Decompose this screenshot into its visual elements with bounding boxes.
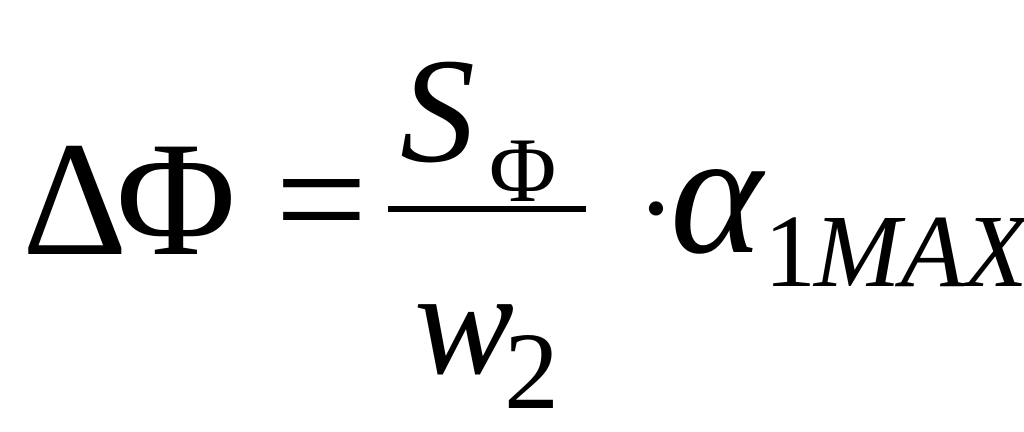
alpha-symbol: α [670,96,763,291]
denominator-subscript: 2 [504,310,559,432]
alpha-subscript-text: MAX [814,194,1024,309]
denominator-symbol: w [414,240,515,406]
fraction-bar [388,206,586,212]
numerator-symbol: S [400,28,475,194]
numerator-subscript: Φ [489,119,557,221]
alpha-subscript-number: 1 [764,194,816,309]
phi-symbol: Φ [116,109,236,290]
delta-symbol: Δ [22,109,128,290]
equals-sign: = [275,109,368,290]
multiply-dot: · [636,141,676,274]
